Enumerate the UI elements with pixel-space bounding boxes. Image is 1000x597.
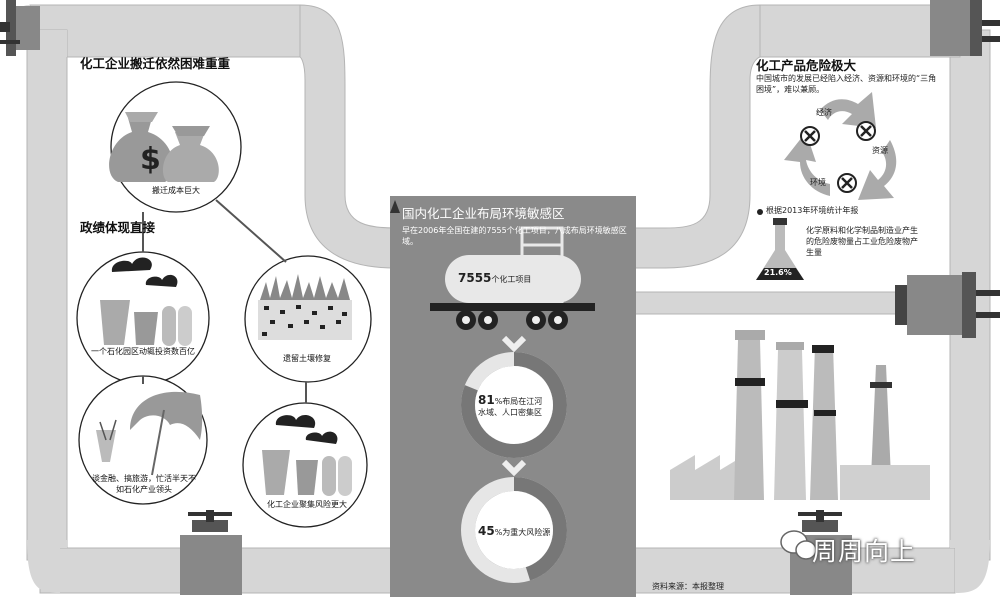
waste-text: 化学原料和化学制品制造业产生的危险废物量占工业危险废物产生量	[806, 226, 918, 257]
chevron-down-icon	[501, 335, 527, 353]
stat1-label: 81%布局在江河水域、人口密集区	[478, 392, 550, 419]
bullet-dot-icon	[757, 209, 763, 215]
money-bag-icon	[109, 112, 219, 182]
wechat-icon	[780, 530, 817, 560]
valve-top-left	[0, 0, 40, 56]
petrochem-caption: 一个石化园区动辄投资数百亿	[91, 347, 195, 356]
donut-45-center	[475, 491, 553, 569]
source-note: 根据2013年环境统计年报	[766, 206, 859, 215]
stat2-text: %为重大风险源	[494, 528, 551, 537]
dollar-sign-icon: $	[140, 142, 161, 177]
valve-top-right	[930, 0, 1000, 56]
soil-caption: 遗留土壤修复	[283, 354, 331, 363]
heading-relocation: 化工企业搬迁依然困难重重	[80, 56, 231, 71]
stat2-label: 45%为重大风险源	[478, 523, 558, 539]
cycle-resources-label: 资源	[872, 146, 888, 155]
watermark: 周周向上	[812, 537, 917, 566]
cycle-economy-label: 经济	[816, 108, 832, 117]
projects-stat: 7555个化工项目	[458, 270, 531, 286]
donut-81-fill	[461, 352, 567, 458]
umbrella-icon	[96, 391, 203, 476]
flask-icon	[756, 218, 804, 280]
projects-unit: 个化工项目	[491, 275, 532, 284]
donut-45-fill	[461, 477, 567, 583]
center-title: 国内化工企业布局环境敏感区	[402, 206, 565, 221]
contaminated-soil-icon	[258, 274, 352, 340]
danger-description: 中国城市的发展已经陷入经济、资源和环境的“三角困境”，难以兼顾。	[756, 74, 937, 94]
valve-mid-right	[895, 272, 1000, 338]
source-footer: 资料来源：本报整理	[652, 582, 724, 591]
cluster-caption: 化工企业聚集风险更大	[267, 500, 347, 509]
connector-lines	[142, 199, 307, 403]
factory-smoke-icon	[100, 257, 192, 346]
tanker-truck-icon	[430, 226, 595, 330]
center-subtitle: 早在2006年全国在建的7555个化工项目，八成布局环境敏感区域。	[402, 226, 627, 246]
heading-danger: 化工产品危险极大	[756, 58, 857, 73]
projects-number: 7555	[458, 271, 492, 285]
valve-bottom-left	[180, 510, 242, 595]
triangle-cycle-icon	[784, 92, 897, 200]
donut-chart-45	[461, 477, 567, 583]
factory-smoke-icon	[262, 414, 352, 496]
cross-mark-icon	[800, 121, 876, 193]
stat2-number: 45	[478, 524, 495, 538]
cost-caption: 搬迁成本巨大	[152, 186, 200, 195]
industrial-plant-icon	[670, 330, 930, 500]
finance-caption: 谈金融、搞旅游，忙活半天不如石化产业领头	[92, 474, 196, 494]
cycle-environment-label: 环境	[810, 178, 826, 187]
heading-performance: 政绩体现直接	[80, 220, 156, 235]
donut-chart-81	[461, 352, 567, 458]
waste-percent-label: 21.6%	[764, 268, 792, 277]
donut-81-center	[475, 366, 553, 444]
stat1-text: %布局在江河水域、人口密集区	[478, 397, 543, 418]
stat1-number: 81	[478, 393, 495, 407]
pipe-network	[26, 4, 991, 594]
chevron-down-icon	[501, 459, 527, 477]
